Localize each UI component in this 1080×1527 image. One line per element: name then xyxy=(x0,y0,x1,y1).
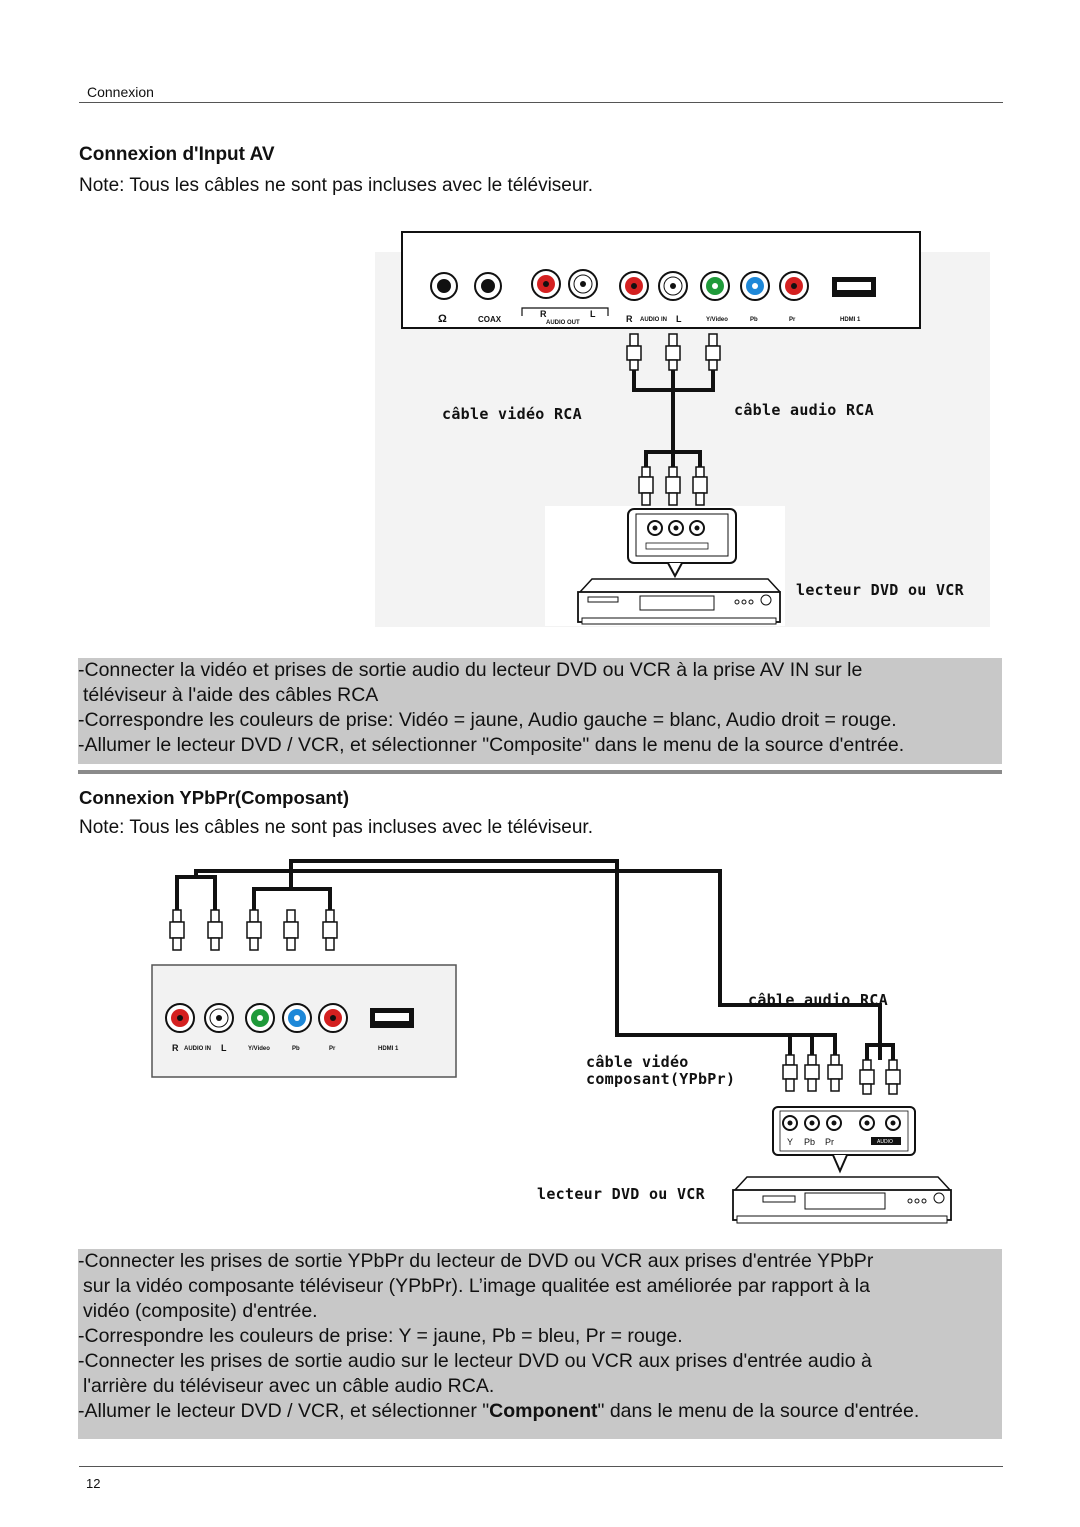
audio-out-label: AUDIO OUT xyxy=(546,320,580,326)
audio-in-l-jack-icon xyxy=(658,271,688,301)
pr-jack-icon xyxy=(779,271,809,301)
ypbpr-instruction-line: l'arrière du téléviseur avec un câble au… xyxy=(83,1375,495,1397)
ypbpr-note: Note: Tous les câbles ne sont pas inclus… xyxy=(79,817,593,838)
component-keyword: Component xyxy=(489,1400,598,1422)
ypbpr-instruction-line: -Correspondre les couleurs de prise: Y =… xyxy=(78,1325,683,1347)
ypbpr-connection-diagram: R AUDIO IN L Y/Video Pb Pr HDMI 1 Y Pb P… xyxy=(151,859,952,1224)
audio-out-l-jack-icon xyxy=(568,269,598,299)
audio-in-r-label: R xyxy=(626,314,633,324)
audio-in-label: AUDIO IN xyxy=(640,317,667,323)
av-instructions-box: -Connecter la vidéo et prises de sortie … xyxy=(78,658,1002,764)
ypbpr-component-cable-label: câble vidéo composant(YPbPr) xyxy=(586,1054,735,1088)
ypbpr-pb-label: Pb xyxy=(292,1046,300,1052)
ypbpr-audio-in-label: AUDIO IN xyxy=(184,1046,211,1052)
page-number: 12 xyxy=(86,1476,101,1491)
component-label-line1: câble vidéo xyxy=(586,1053,689,1071)
ypbpr-audio-cable-label: câble audio RCA xyxy=(748,991,888,1009)
last-line-prefix: -Allumer le lecteur DVD / VCR, et sélect… xyxy=(78,1400,490,1422)
component-label-line2: composant(YPbPr) xyxy=(586,1070,736,1088)
av-instruction-line: -Correspondre les couleurs de prise: Vid… xyxy=(78,709,897,731)
audio-in-l-label: L xyxy=(676,314,682,324)
audio-in-r-jack-icon xyxy=(165,1003,195,1033)
y-video-jack-icon xyxy=(700,271,730,301)
y-video-jack-icon xyxy=(245,1003,275,1033)
ypbpr-section-title: Connexion YPbPr(Composant) xyxy=(79,787,349,808)
ypbpr-hdmi-label: HDMI 1 xyxy=(378,1046,399,1052)
audio-out-bracket xyxy=(521,307,609,316)
dvd-player-icon xyxy=(732,1176,952,1224)
av-section-title: Connexion d'Input AV xyxy=(79,144,275,165)
player-side-plugs xyxy=(782,1054,901,1095)
headphone-label-icon: Ω xyxy=(438,313,447,325)
audio-out-r-label: R xyxy=(540,309,547,319)
pr-jack-icon xyxy=(318,1003,348,1033)
running-header: Connexion xyxy=(87,84,154,100)
player-jack-callout xyxy=(627,508,737,579)
ypbpr-cables xyxy=(175,859,895,1060)
pb-jack-icon xyxy=(282,1003,312,1033)
ypbpr-yvideo-label: Y/Video xyxy=(248,1046,270,1052)
ypbpr-instruction-last-line: -Allumer le lecteur DVD / VCR, et sélect… xyxy=(78,1399,1002,1424)
headphone-jack-icon xyxy=(430,272,458,300)
ypbpr-instruction-line: -Connecter les prises de sortie YPbPr du… xyxy=(78,1250,874,1272)
coax-label: COAX xyxy=(478,315,502,324)
ypbpr-r-label: R xyxy=(172,1043,179,1053)
footer-rule xyxy=(79,1466,1003,1467)
pr-label: Pr xyxy=(789,317,796,323)
audio-out-r-jack-icon xyxy=(531,269,561,299)
yvideo-label: Y/Video xyxy=(706,317,728,323)
av-video-cable-label: câble vidéo RCA xyxy=(442,405,582,423)
hdmi-port-icon xyxy=(370,1008,414,1028)
player-audio-label: AUDIO xyxy=(877,1139,893,1145)
player-jack-callout-ypbpr xyxy=(772,1106,916,1174)
ypbpr-instructions-box: -Connecter les prises de sortie YPbPr du… xyxy=(78,1249,1002,1439)
coax-jack-icon xyxy=(474,272,502,300)
pb-label: Pb xyxy=(750,317,758,323)
av-player-label: lecteur DVD ou VCR xyxy=(796,581,964,599)
player-y-label: Y xyxy=(787,1137,793,1147)
av-instruction-line: -Allumer le lecteur DVD / VCR, et sélect… xyxy=(78,734,905,756)
last-line-suffix: " dans le menu de la source d'entrée. xyxy=(597,1400,920,1422)
section-divider xyxy=(78,770,1002,774)
ypbpr-player-label: lecteur DVD ou VCR xyxy=(537,1185,705,1203)
player-pb-label: Pb xyxy=(804,1137,815,1147)
rca-plugs-player-side xyxy=(638,466,708,506)
av-note: Note: Tous les câbles ne sont pas inclus… xyxy=(79,175,593,196)
audio-in-r-jack-icon xyxy=(619,271,649,301)
audio-in-l-jack-icon xyxy=(204,1003,234,1033)
av-instruction-line: -Connecter la vidéo et prises de sortie … xyxy=(78,659,863,681)
ypbpr-instruction-line: vidéo (composite) d'entrée. xyxy=(83,1300,318,1322)
ypbpr-instruction-line: sur la vidéo composante téléviseur (YPbP… xyxy=(83,1275,870,1297)
header-rule xyxy=(79,102,1003,103)
hdmi-label: HDMI 1 xyxy=(840,317,861,323)
av-audio-cable-label: câble audio RCA xyxy=(734,401,874,419)
dvd-player-icon xyxy=(577,578,781,625)
hdmi-port-icon xyxy=(832,277,876,297)
av-instruction-line: téléviseur à l'aide des câbles RCA xyxy=(83,684,379,706)
tv-side-plugs xyxy=(169,909,338,951)
ypbpr-l-label: L xyxy=(221,1043,227,1053)
av-connection-diagram: Ω COAX R L AUDIO OUT R AUDIO IN L Y/Vide… xyxy=(375,231,990,627)
ypbpr-pr-label: Pr xyxy=(329,1046,336,1052)
pb-jack-icon xyxy=(740,271,770,301)
audio-out-l-label: L xyxy=(590,309,596,319)
ypbpr-instruction-line: -Connecter les prises de sortie audio su… xyxy=(78,1350,872,1372)
player-pr-label: Pr xyxy=(825,1137,834,1147)
